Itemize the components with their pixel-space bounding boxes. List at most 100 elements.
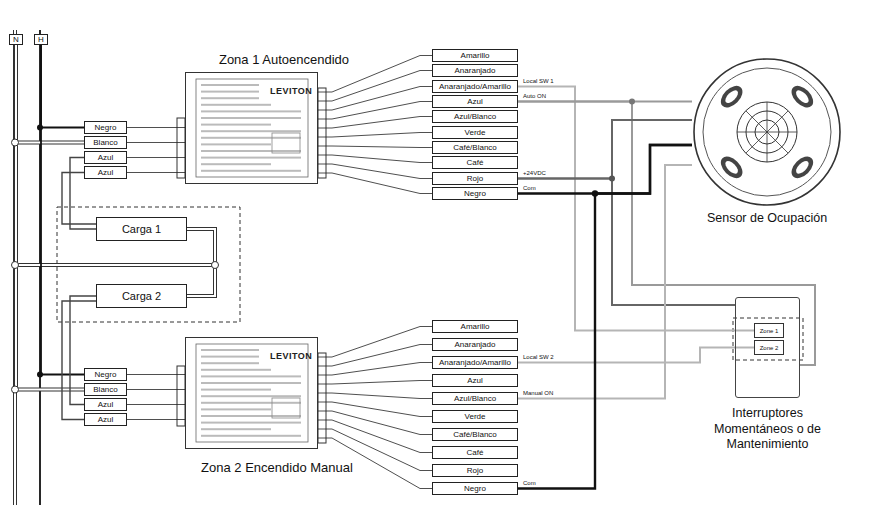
wire-connector (127, 127, 185, 128)
fine-print-stroke (201, 104, 271, 106)
switch-group-outline (733, 318, 803, 360)
wire-color-box: Negro (84, 121, 127, 134)
box-label: Negro (464, 485, 486, 493)
wire-color-box: Café (432, 446, 518, 459)
wire-path (518, 165, 692, 399)
wire-connector (518, 145, 692, 489)
wire-path (318, 363, 432, 376)
brand-name: LEVITON (270, 86, 312, 96)
wire-path (62, 173, 96, 225)
fine-print-stroke (201, 362, 259, 364)
wire-connector (318, 87, 432, 111)
fine-print-stroke (201, 110, 301, 112)
wire-connector (318, 411, 432, 435)
fine-print-stroke (201, 97, 259, 99)
signal-label: Auto ON (522, 93, 547, 99)
neutral-junction (212, 262, 219, 269)
wire-color-box: Café (432, 156, 518, 169)
fine-print-stroke (201, 428, 271, 430)
box-label: Rojo (467, 175, 483, 183)
wire-path (318, 420, 432, 453)
lens-ring (737, 102, 797, 162)
fine-print-stroke (201, 130, 301, 132)
wire-connector (127, 389, 185, 390)
fine-print-stroke (201, 349, 259, 351)
fine-print-stroke (201, 356, 259, 358)
lead-block (318, 353, 326, 443)
wire-connector (318, 420, 432, 453)
wire-path (127, 172, 185, 173)
wire-color-box: Café/Blanco (432, 141, 518, 154)
lens-spoke (737, 132, 767, 133)
wire-path (127, 127, 185, 128)
fine-print-stroke (201, 137, 301, 139)
wire-connector (16, 45, 84, 390)
wire-path (127, 157, 185, 158)
wire-connector (318, 102, 432, 120)
wire-path (41, 45, 84, 128)
fine-print-stroke (201, 435, 301, 437)
wire-path (518, 179, 735, 306)
fine-print-stroke (201, 389, 271, 391)
lens-spoke (767, 132, 797, 133)
wire-color-box: Rojo (432, 172, 518, 185)
wire-color-box: Anaranjado/Amarillo (432, 80, 518, 93)
wire-color-box: Azul/Blanco (432, 392, 518, 405)
wire-connector (318, 164, 432, 179)
wire-connector (62, 173, 96, 225)
sensor-lens (788, 82, 818, 112)
wire-color-box: Negro (432, 482, 518, 495)
zone-title: Zona 1 Autoencendido (219, 52, 349, 68)
switch-plate: Zone 1Zone 2Interruptores Momentáneos o … (735, 297, 800, 398)
box-label: Azul (98, 154, 114, 162)
wire-connector (16, 45, 84, 143)
wire-path (318, 102, 432, 120)
box-label: Carga 2 (122, 290, 161, 302)
terminal-box: H (34, 34, 48, 45)
wire-path (16, 45, 84, 143)
wire-path (127, 404, 185, 405)
signal-label: Com (522, 480, 537, 486)
wire-color-box: Negro (432, 187, 518, 200)
signal-label: Local SW 1 (522, 78, 555, 84)
wire-color-box: Anaranjado (432, 338, 518, 351)
neutral-junction (12, 262, 19, 269)
wire-connector (127, 374, 185, 375)
neutral-junction (12, 139, 19, 146)
box-label: Azul (98, 401, 114, 409)
wire-path (318, 393, 432, 399)
wire-color-box: Anaranjado (432, 64, 518, 77)
wire-path (318, 87, 432, 111)
sensor-outline (692, 57, 842, 207)
wire-path (318, 345, 432, 367)
wire-connector (318, 146, 432, 148)
box-label: Negro (464, 190, 486, 198)
occupancy-sensor: Sensor de Ocupación (692, 57, 842, 207)
wire-path (16, 45, 84, 390)
fine-print-stroke (201, 84, 259, 86)
wire-color-box: Azul (84, 151, 127, 164)
wire-path (318, 71, 432, 102)
wire-color-box: Verde (432, 126, 518, 139)
wire-path (318, 155, 432, 163)
box-label: Azul (467, 377, 483, 385)
wire-connector (318, 327, 432, 358)
wire-connector (318, 117, 432, 129)
wire-color-box: Anaranjado/Amarillo (432, 356, 518, 369)
wire-color-box: Azul (432, 374, 518, 387)
box-label: Amarillo (461, 52, 490, 60)
wire-connector (318, 155, 432, 163)
lens-spoke (767, 132, 788, 153)
wire-path (318, 327, 432, 358)
wire-path-core (16, 45, 84, 390)
fine-print-stroke (201, 124, 271, 126)
signal-label: Local SW 2 (522, 354, 555, 360)
junction-dot (37, 372, 43, 378)
certification-mark (272, 133, 300, 153)
wire-path (318, 381, 432, 385)
signal-label: Com (522, 185, 537, 191)
wire-color-box: Café/Blanco (432, 428, 518, 441)
fine-print-stroke (201, 157, 301, 159)
wire-connector (127, 157, 185, 158)
